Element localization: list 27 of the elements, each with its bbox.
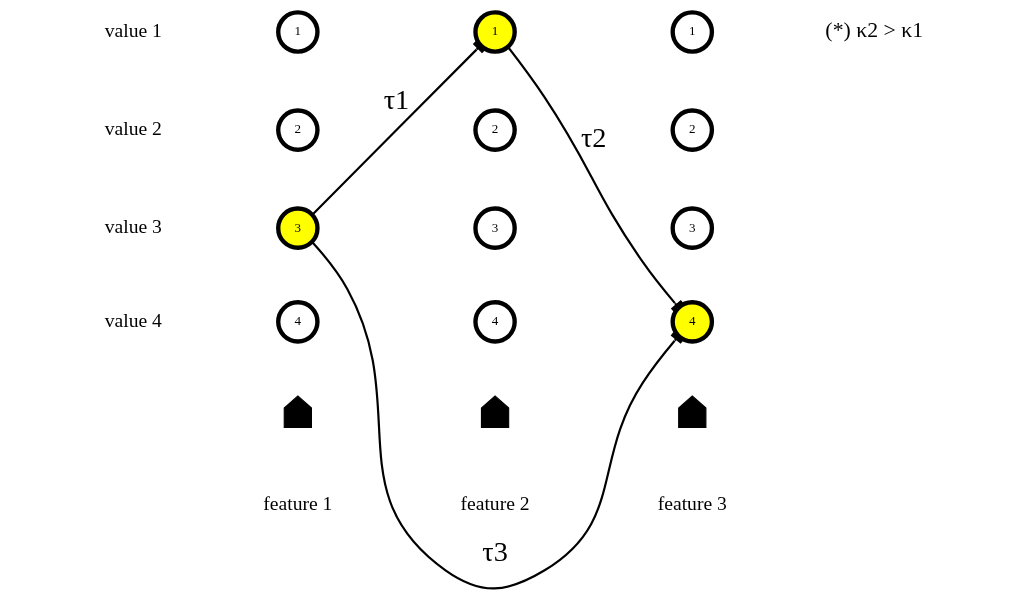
connector: [311, 40, 485, 216]
node-circle: 2: [472, 108, 517, 152]
node-circle: 3: [670, 206, 714, 250]
label: value 4: [104, 309, 162, 331]
edge-label: τ1: [383, 84, 409, 116]
node-circle: 1: [275, 10, 320, 54]
node-arrow: [677, 395, 706, 429]
node-circle: 3: [472, 206, 517, 250]
connector: [311, 241, 683, 590]
label: value 3: [104, 215, 162, 237]
label: value 1: [104, 19, 162, 41]
node-circle: 2: [275, 108, 320, 152]
label: feature 2: [460, 492, 530, 514]
node-arrow: [480, 395, 509, 429]
node-circle: 4: [275, 300, 320, 344]
label: feature 1: [262, 492, 332, 514]
label: value 2: [104, 117, 162, 139]
node-arrow: [283, 395, 312, 429]
connector: [506, 46, 684, 312]
edge-label: τ2: [580, 122, 606, 154]
node-circle: 1: [670, 10, 714, 54]
node-circle: 4: [472, 300, 517, 344]
node-circle: 2: [670, 108, 714, 152]
node-circle: 3: [275, 206, 320, 250]
edge-label: τ3: [481, 536, 508, 568]
label: (*) κ2 > κ1: [824, 18, 923, 43]
label: feature 3: [657, 492, 727, 514]
